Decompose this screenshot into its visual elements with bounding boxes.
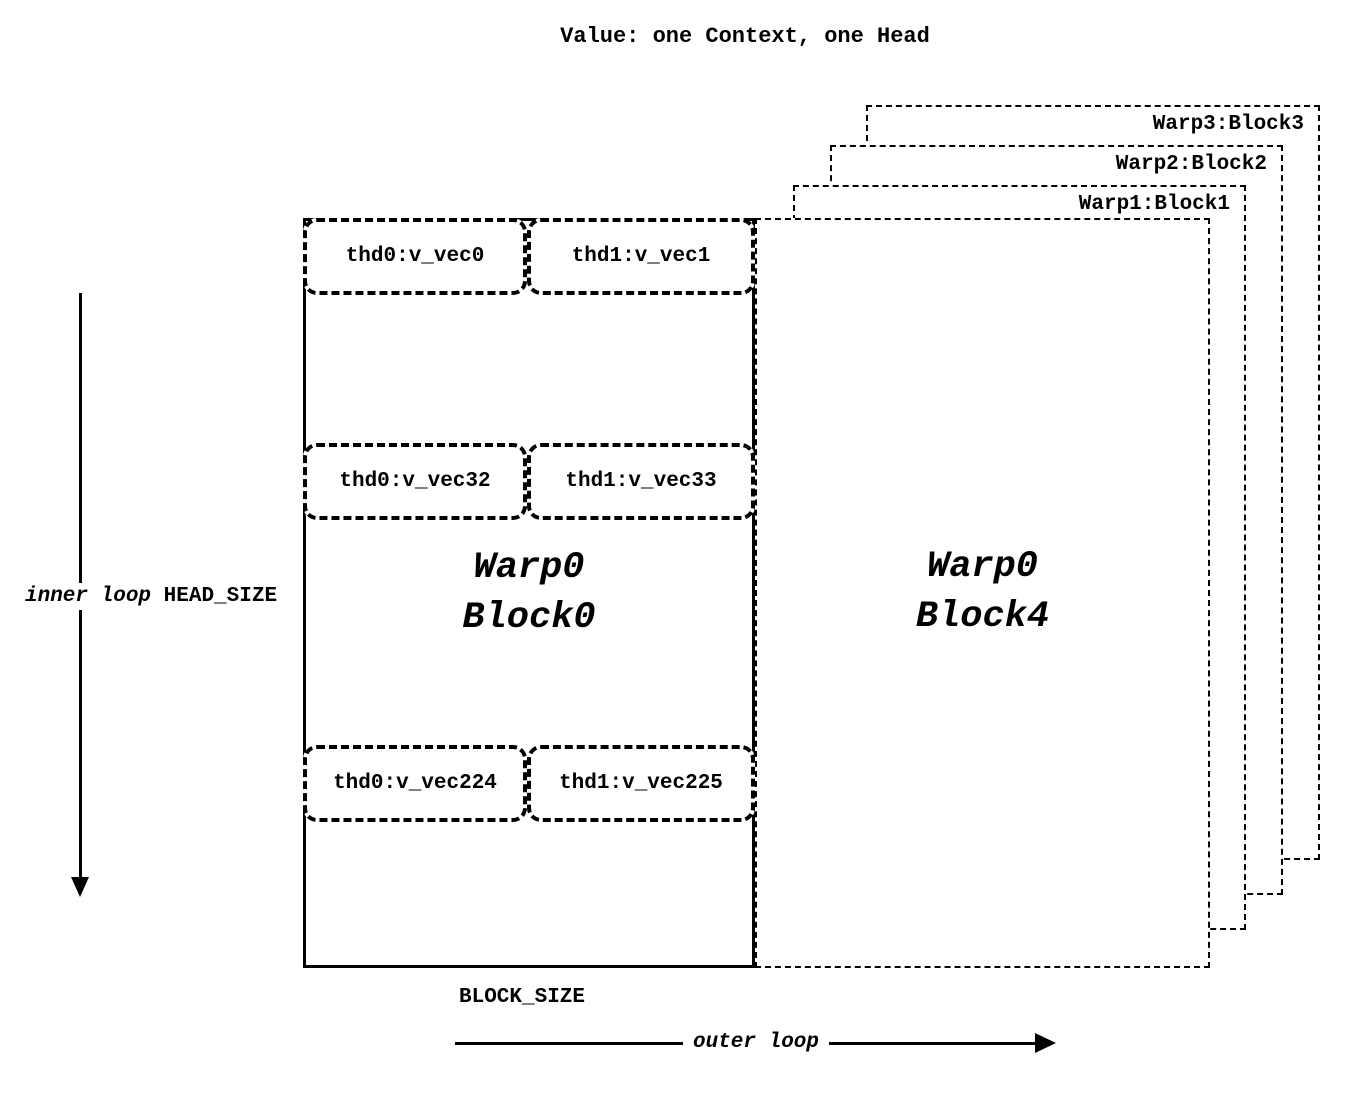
warp0-block4-title: Warp0 Block4 [757,542,1208,642]
warp2-block2-label: Warp2:Block2 [1115,153,1267,176]
block-size-label: BLOCK_SIZE [458,986,586,1009]
warp1-block1-label: Warp1:Block1 [1078,193,1230,216]
thread-vector-cell: thd0:v_vec0 [303,218,527,295]
thread-vector-cell: thd0:v_vec32 [303,443,527,520]
warp3-block3-label: Warp3:Block3 [1152,113,1304,136]
thread-vector-label: thd1:v_vec33 [565,470,717,493]
arrow-right-icon [1035,1033,1056,1053]
warp0-block4-title-line1: Warp0 [926,546,1039,588]
thread-vector-label: thd0:v_vec32 [339,470,491,493]
head-size-label: HEAD_SIZE [163,585,278,608]
thread-vector-label: thd0:v_vec0 [345,245,485,268]
thread-vector-cell: thd1:v_vec1 [527,218,755,295]
thread-vector-label: thd1:v_vec225 [559,772,723,795]
warp0-block0-title-line2: Block0 [462,597,596,639]
diagram-title: Value: one Context, one Head [560,24,930,49]
thread-vector-cell: thd1:v_vec225 [527,745,755,822]
arrow-down-icon [71,877,89,897]
thread-vector-cell: thd0:v_vec224 [303,745,527,822]
thread-vector-label: thd1:v_vec1 [571,245,711,268]
outer-loop-label: outer loop [682,1031,830,1054]
inner-loop-label: inner loop [25,585,152,608]
inner-loop-axis-label: inner loop HEAD_SIZE [25,583,282,610]
warp0-block0-rect: thd0:v_vec0 thd1:v_vec1 thd0:v_vec32 thd… [303,218,755,968]
warp0-block0-title-line1: Warp0 [473,547,585,589]
thread-vector-cell: thd1:v_vec33 [527,443,755,520]
thread-vector-label: thd0:v_vec224 [333,772,497,795]
warp0-block4-rect: Warp0 Block4 [755,218,1210,968]
warp0-block0-title: Warp0 Block0 [306,543,752,643]
warp0-block4-title-line2: Block4 [915,596,1050,638]
